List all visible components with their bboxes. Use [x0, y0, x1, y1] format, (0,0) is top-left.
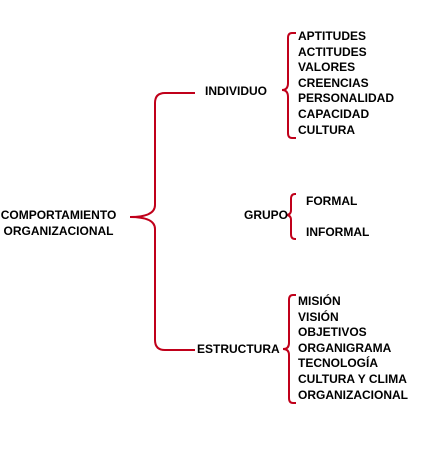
list-item: ORGANIGRAMA — [298, 340, 392, 355]
list-item: OBJETIVOS — [298, 325, 367, 340]
root-line-1: COMPORTAMIENTO — [0, 208, 117, 222]
list-item: CULTURA — [298, 122, 356, 137]
list-item: CAPACIDAD — [298, 106, 370, 121]
root-node: COMPORTAMIENTO ORGANIZACIONAL — [0, 207, 117, 239]
estructura-list: MISIÓN VISIÓN OBJETIVOS ORGANIGRAMA TECN… — [298, 294, 408, 403]
estructura-brace — [282, 294, 296, 404]
grupo-item-informal: INFORMAL — [306, 225, 370, 239]
list-item: TECNOLOGÍA — [298, 356, 378, 371]
list-item: CULTURA Y CLIMA — [298, 371, 407, 386]
branch-estructura-label: ESTRUCTURA — [197, 342, 280, 356]
list-item: MISIÓN — [298, 294, 341, 308]
list-item: PERSONALIDAD — [298, 91, 395, 106]
individuo-brace — [281, 32, 296, 139]
list-item: ORGANIZACIONAL — [298, 387, 408, 402]
list-item: APTITUDES — [298, 29, 367, 43]
individuo-list: APTITUDES ACTITUDES VALORES CREENCIAS PE… — [298, 29, 394, 138]
main-brace — [129, 92, 195, 351]
branch-individuo-label: INDIVIDUO — [205, 84, 268, 98]
grupo-brace — [285, 193, 296, 240]
grupo-item-formal: FORMAL — [306, 194, 358, 208]
list-item: ACTITUDES — [298, 44, 367, 59]
branch-grupo-label: GRUPO — [244, 208, 289, 222]
root-line-2: ORGANIZACIONAL — [3, 224, 114, 238]
list-item: VISIÓN — [298, 309, 339, 324]
list-item: VALORES — [298, 60, 356, 75]
list-item: CREENCIAS — [298, 75, 369, 90]
